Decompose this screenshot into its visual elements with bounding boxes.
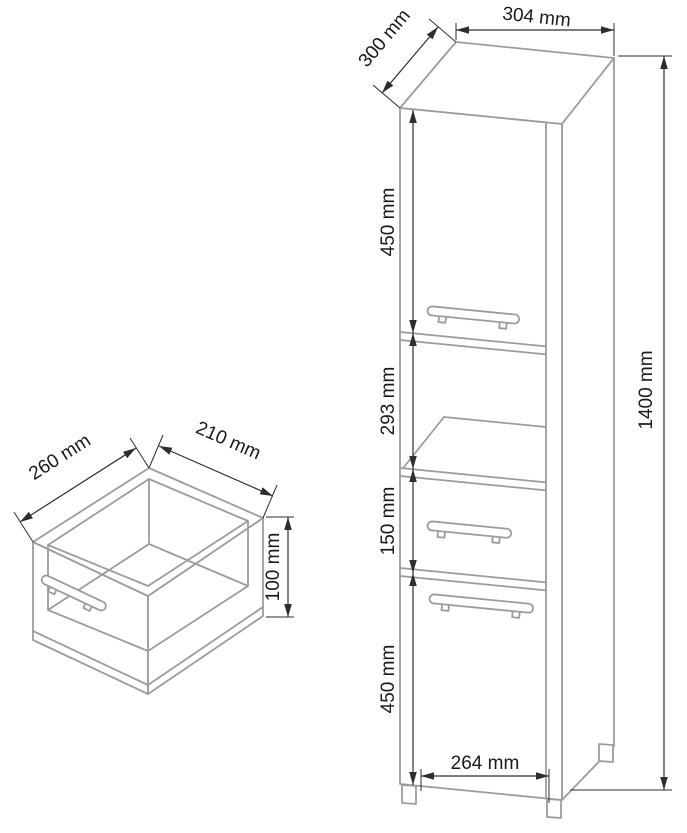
front-right-foot: [546, 798, 562, 819]
drawer-detail-drawing: [32, 467, 264, 695]
label-drawer-width: 260 mm: [25, 430, 94, 485]
label-section-drawer: 150 mm: [378, 487, 399, 556]
drawer-front-handle: [40, 574, 107, 612]
bottom-panel-edge-right: [147, 606, 264, 686]
handle-bar: [40, 574, 107, 612]
lower-door-top-edge: [399, 575, 547, 592]
cabinet-feet: [401, 743, 614, 819]
label-cabinet-bottom-width: 264 mm: [451, 753, 520, 774]
label-drawer-height: 100 mm: [263, 533, 284, 602]
drawer-interior-floor: [47, 543, 249, 652]
extension-line: [428, 18, 457, 43]
upper-door-handle: [426, 305, 521, 330]
cabinet-drawing: [399, 41, 615, 819]
extension-line: [129, 437, 150, 469]
cabinet-right-side-face: [561, 57, 615, 801]
dimension-left-chain: 450 mm 293 mm 150 mm 450 mm: [378, 110, 417, 785]
upper-door-bottom-edge: [399, 331, 547, 348]
label-cabinet-top-width: 304 mm: [501, 4, 571, 32]
dimension-drawer-height: 100 mm: [263, 516, 294, 618]
front-left-foot: [401, 784, 417, 805]
label-drawer-depth: 210 mm: [193, 418, 264, 465]
drawer-bottom-panel-lines: [32, 606, 264, 686]
lower-door-handle: [428, 593, 534, 619]
bottom-panel-edge-left: [32, 630, 149, 686]
extension-line: [262, 484, 278, 519]
handle-bar: [426, 520, 513, 539]
cabinet-front-face: [399, 107, 563, 801]
drawer-front-bottom-edge: [399, 567, 547, 584]
label-section-niche: 293 mm: [378, 367, 399, 436]
label-section-upper-door: 450 mm: [378, 188, 399, 257]
label-cabinet-top-depth: 300 mm: [355, 5, 415, 71]
drawer-handle: [426, 520, 513, 544]
extension-line: [372, 84, 401, 109]
niche-top-edge: [399, 339, 547, 356]
label-cabinet-height: 1400 mm: [636, 350, 657, 429]
drawer-front-top-edge: [399, 475, 547, 492]
dimension-line: [158, 445, 274, 497]
cabinet-front-panel-lines: [399, 331, 547, 592]
dimension-bottom-width: 264 mm: [420, 753, 550, 803]
dimension-total-height: 1400 mm: [570, 55, 672, 791]
back-right-foot: [598, 743, 614, 763]
dimension-line: [381, 26, 439, 94]
dimension-line: [19, 447, 137, 523]
extension-line: [13, 511, 34, 543]
niche-floor-back-edge: [443, 416, 547, 428]
extension-line: [148, 434, 164, 469]
handle-bar: [428, 593, 534, 614]
handle-bar: [426, 305, 521, 325]
niche-floor-front-edge: [399, 467, 547, 484]
label-section-lower-door: 450 mm: [378, 645, 399, 714]
